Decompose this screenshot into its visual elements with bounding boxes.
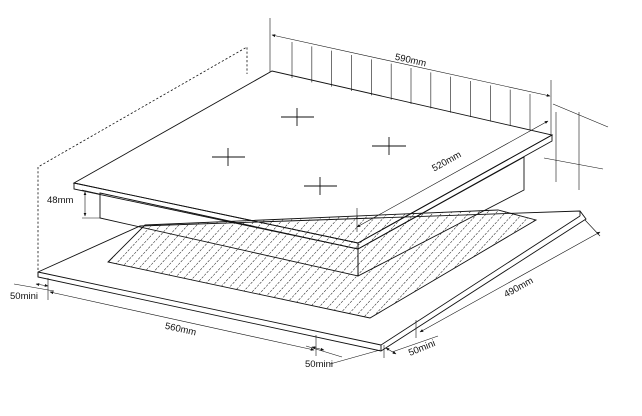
- hatch-line: [0, 200, 4, 330]
- hatch-line: [108, 210, 230, 318]
- hatch-line: [0, 200, 13, 330]
- hatch-line: [288, 210, 410, 318]
- countertop: [37, 210, 587, 352]
- hatch-line: [108, 210, 131, 318]
- hatch-line: [333, 210, 455, 318]
- hatch-line: [378, 210, 500, 318]
- dimension-490: 490mm: [415, 219, 601, 338]
- dimension-590: 590mm: [269, 18, 552, 136]
- hatch-line: [0, 200, 94, 330]
- burner-mark-rear: [281, 108, 314, 126]
- hatch-line: [0, 200, 67, 330]
- dimension-560: 560mm: [47, 278, 317, 356]
- hatch-line: [414, 210, 536, 318]
- hatch-line: [189, 210, 311, 318]
- label-490mm: 490mm: [502, 275, 535, 300]
- hatch-line: [531, 210, 536, 318]
- hatch-line: [423, 210, 536, 318]
- hatch-line: [0, 200, 85, 330]
- hatch-line: [108, 210, 122, 318]
- burner-mark-left: [212, 148, 245, 166]
- hatch-line: [126, 210, 248, 318]
- label-50mini-front: 50mini: [305, 359, 333, 370]
- hatch-line: [387, 210, 509, 318]
- hatch-line: [369, 210, 491, 318]
- burner-mark-front: [304, 177, 337, 195]
- hatch-line: [613, 200, 642, 330]
- hatch-line: [108, 210, 113, 318]
- hatch-line: [108, 210, 203, 318]
- hatch-line: [0, 200, 40, 330]
- hatch-line: [559, 200, 642, 330]
- dimension-50-right: 50mini: [383, 335, 439, 359]
- hatch-line: [225, 210, 347, 318]
- hatch-line: [604, 200, 642, 330]
- hatch-line: [108, 210, 158, 318]
- ruler-ticks: [291, 42, 531, 130]
- hatch-line: [396, 210, 518, 318]
- hatch-line: [180, 210, 302, 318]
- hatch-line: [450, 210, 536, 318]
- hatch-line: [0, 200, 58, 330]
- hatch-line: [631, 200, 642, 330]
- hatch-line: [243, 210, 365, 318]
- hatch-line: [586, 200, 642, 330]
- hatch-line: [108, 210, 149, 318]
- hatch-line: [0, 200, 49, 330]
- hatch-line: [108, 210, 221, 318]
- label-50mini-right: 50mini: [407, 338, 437, 359]
- dimension-48: 48mm: [47, 189, 101, 219]
- hatch-line: [459, 210, 536, 318]
- dimension-50-left: 50mini: [10, 283, 55, 302]
- right-reference-lines: [543, 103, 609, 190]
- hatch-line: [541, 200, 642, 330]
- hatch-line: [504, 210, 536, 318]
- hatch-line: [0, 200, 103, 330]
- hatch-line: [577, 200, 642, 330]
- hatch-line: [153, 210, 275, 318]
- hatch-line: [135, 210, 257, 318]
- hatch-line: [0, 200, 31, 330]
- hatch-line: [550, 200, 642, 330]
- burner-mark-right: [372, 137, 406, 155]
- label-48mm: 48mm: [47, 195, 73, 206]
- hatch-line: [622, 200, 642, 330]
- hatch-line: [108, 210, 176, 318]
- wall-outline: [37, 46, 248, 270]
- label-50mini-left: 50mini: [10, 291, 38, 302]
- hatch-line: [468, 210, 536, 318]
- hatch-line: [595, 200, 642, 330]
- label-590mm: 590mm: [394, 52, 427, 70]
- hatch-line: [568, 200, 642, 330]
- hatch-line: [342, 210, 464, 318]
- hatch-line: [0, 200, 22, 330]
- hatch-line: [477, 210, 536, 318]
- hatch-line: [405, 210, 527, 318]
- dimension-50-front: 50mini: [305, 345, 381, 370]
